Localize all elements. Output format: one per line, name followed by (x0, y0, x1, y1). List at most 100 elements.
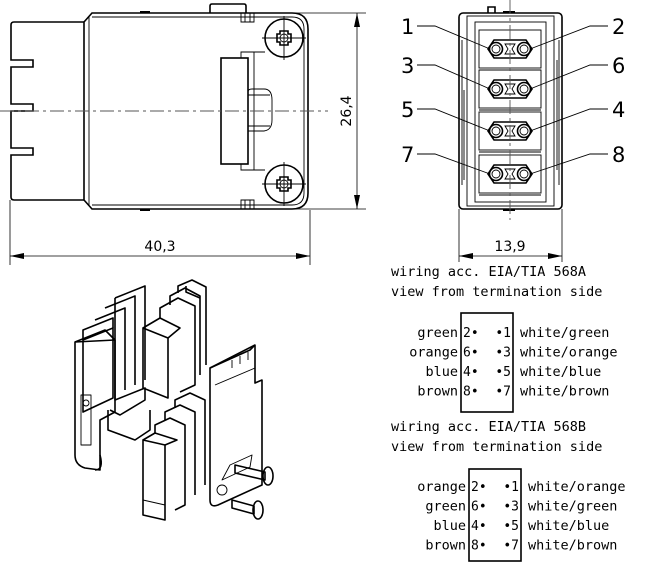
leader-line (529, 108, 608, 132)
pin-callout-8: 8 (612, 143, 625, 167)
cable-entry-section (10, 21, 84, 201)
screw-exploded-2 (231, 499, 264, 520)
dimension-width: 13,9 (458, 209, 563, 262)
main-body (83, 12, 309, 210)
contact-hole-icon (488, 41, 504, 57)
pin-right: •3 (503, 500, 519, 515)
contact-hole-icon (488, 81, 504, 97)
wire-color-left: orange (409, 345, 458, 361)
pin-right: •3 (495, 346, 511, 361)
contact-hole-icon (516, 123, 532, 139)
pin-left: 4• (471, 519, 487, 534)
latch-nub (247, 88, 273, 132)
wire-color-right: white/orange (528, 479, 626, 495)
pin-left: 4• (463, 365, 479, 380)
wire-color-right: white/blue (528, 518, 609, 534)
contact-hole-icon (516, 41, 532, 57)
wiring-row: orange 6• •3 white/orange (409, 345, 617, 361)
wire-color-left: green (417, 325, 458, 341)
wire-color-right: white/green (528, 499, 617, 515)
arrow-right-icon (548, 253, 562, 259)
pin-box (460, 312, 514, 413)
wire-color-left: brown (417, 384, 458, 400)
wiring-title: wiring acc. EIA/TIA 568A (391, 264, 586, 280)
wiring-subtitle: view from termination side (391, 439, 602, 455)
screw-exploded-1 (234, 464, 274, 486)
pin-left: 2• (463, 326, 479, 341)
wire-color-left: blue (425, 364, 458, 380)
arrow-right-icon (296, 253, 310, 259)
screw-bottom (262, 162, 306, 206)
wire-color-right: white/orange (520, 345, 618, 361)
pin-right: •7 (503, 539, 519, 554)
dimension-width-label: 13,9 (494, 239, 525, 255)
contact-hole-icon (488, 166, 504, 182)
leader-line (417, 153, 491, 175)
screw-head-icon (262, 466, 274, 486)
wiring-row: blue 4• •5 white/blue (425, 364, 601, 380)
wire-color-right: white/brown (520, 384, 609, 400)
pin-box (468, 468, 522, 562)
top-tab (209, 3, 247, 13)
pin-callout-4: 4 (612, 98, 625, 122)
idc-contact-lower (142, 439, 166, 521)
wire-color-right: white/green (520, 325, 609, 341)
arrow-down-icon (354, 195, 360, 209)
wiring-row: brown 8• •7 white/brown (417, 384, 609, 400)
arrow-left-icon (10, 253, 24, 259)
wiring-title: wiring acc. EIA/TIA 568B (391, 419, 586, 435)
wiring-568a: wiring acc. EIA/TIA 568A view from termi… (391, 264, 618, 413)
pin-callout-7: 7 (401, 143, 414, 167)
dimension-height-label: 26,4 (339, 95, 355, 126)
arrow-up-icon (354, 13, 360, 27)
pin-callout-6: 6 (612, 54, 625, 78)
arrow-left-icon (459, 253, 473, 259)
wire-color-left: orange (417, 479, 466, 495)
dimension-length: 40,3 (9, 200, 311, 265)
pin-left: 6• (471, 500, 487, 515)
leader-line (529, 25, 608, 50)
side-view (0, 3, 328, 211)
cover-plate (209, 344, 263, 507)
leader-line (529, 153, 608, 175)
exploded-isometric-view (74, 279, 274, 521)
pin-callout-3: 3 (401, 54, 414, 78)
pin-left: 8• (463, 385, 479, 400)
contact-hole-icon (516, 166, 532, 182)
pin-right: •7 (495, 385, 511, 400)
pin-left: 6• (463, 346, 479, 361)
leader-line (529, 64, 608, 90)
wire-color-left: green (425, 499, 466, 515)
latch-window (220, 57, 249, 165)
pin-left: 2• (471, 480, 487, 495)
dimension-height: 26,4 (292, 12, 366, 210)
pin-right: •1 (503, 480, 519, 495)
leader-line (417, 64, 491, 90)
front-view: 1 3 5 7 2 6 4 8 (401, 0, 625, 220)
phillips-head-icon (276, 30, 292, 46)
pin-right: •5 (495, 365, 511, 380)
contact-hole-icon (516, 81, 532, 97)
leader-line (417, 108, 491, 132)
phillips-head-icon (276, 176, 292, 192)
wire-color-left: blue (433, 518, 466, 534)
pin-left: 8• (471, 539, 487, 554)
leader-line (417, 25, 491, 50)
idc-contact (142, 327, 169, 399)
pin-callout-2: 2 (612, 15, 625, 39)
wiring-row: green 6• •3 white/green (425, 499, 617, 515)
contact-hole-icon (488, 123, 504, 139)
wiring-subtitle: view from termination side (391, 284, 602, 300)
pin-callout-1: 1 (401, 15, 414, 39)
wire-color-right: white/brown (528, 538, 617, 554)
screw-head-icon (252, 500, 264, 520)
pin-callout-5: 5 (401, 98, 414, 122)
wire-color-right: white/blue (520, 364, 601, 380)
dimension-length-label: 40,3 (144, 239, 175, 255)
wiring-row: orange 2• •1 white/orange (417, 479, 625, 495)
wiring-568b: wiring acc. EIA/TIA 568B view from termi… (391, 419, 626, 562)
wiring-row: brown 8• •7 white/brown (425, 538, 617, 554)
wire-color-left: brown (425, 538, 466, 554)
